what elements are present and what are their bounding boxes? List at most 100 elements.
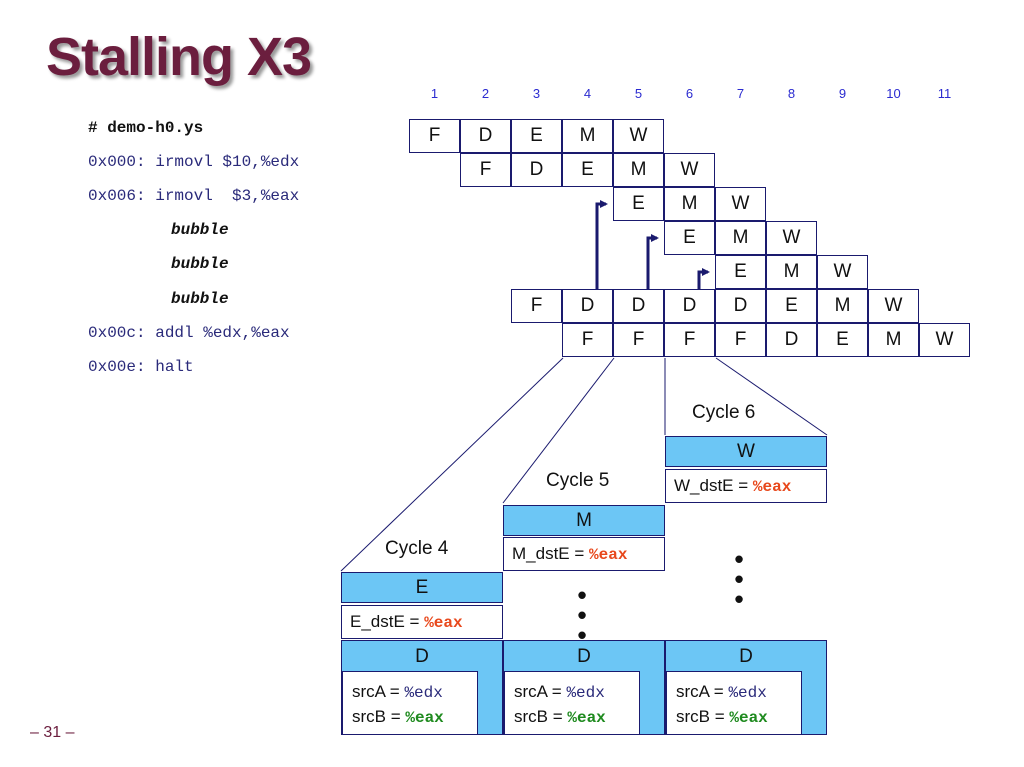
pipeline-stage-cell: W — [817, 255, 868, 289]
ellipsis-dots-cycle6: ••• — [734, 544, 744, 614]
pipeline-stage-cell: M — [715, 221, 766, 255]
w-dste-value: %eax — [752, 478, 792, 496]
pipeline-stage-cell: F — [409, 119, 460, 153]
cycle5-srcb-line: srcB = %eax — [514, 705, 639, 730]
srcb-value: %eax — [405, 709, 444, 727]
pipeline-stage-cell: D — [715, 289, 766, 323]
cycle4-d-stage-panel: D srcA = %edx srcB = %eax — [341, 640, 503, 735]
pipeline-stage-cell: M — [817, 289, 868, 323]
cycle5-d-stage-panel: D srcA = %edx srcB = %eax — [503, 640, 665, 735]
cycle4-src-box: srcA = %edx srcB = %eax — [342, 671, 478, 735]
cycle5-src-box: srcA = %edx srcB = %eax — [504, 671, 640, 735]
cycle4-e-dste-box: E_dstE = %eax — [341, 605, 503, 639]
pipeline-stage-cell: F — [664, 323, 715, 357]
pipeline-stage-cell: W — [766, 221, 817, 255]
cycle4-srcb-line: srcB = %eax — [352, 705, 477, 730]
cycle-number: 6 — [685, 86, 694, 101]
srcb-label: srcB = — [676, 707, 730, 726]
forward-arrow-2 — [646, 234, 659, 290]
cycle-number: 2 — [481, 86, 490, 101]
cycle5-d-stage-label: D — [577, 646, 591, 667]
cycle5-m-dste-box: M_dstE = %eax — [503, 537, 665, 571]
cycle6-w-dste-box: W_dstE = %eax — [665, 469, 827, 503]
cycle4-e-stage: E — [341, 572, 503, 603]
m-dste-label: M_dstE = — [512, 544, 590, 563]
code-line-irmovl-eax: 0x006: irmovl $3,%eax — [88, 187, 300, 205]
cycle6-d-stage-label: D — [739, 646, 753, 667]
pipeline-stage-cell: D — [664, 289, 715, 323]
srcb-label: srcB = — [352, 707, 406, 726]
cycle6-label: Cycle 6 — [692, 402, 756, 423]
cycle4-label: Cycle 4 — [385, 538, 449, 559]
pipeline-stage-cell: W — [664, 153, 715, 187]
pipeline-stage-cell: M — [664, 187, 715, 221]
pipeline-stage-cell: W — [613, 119, 664, 153]
pipeline-stage-cell: E — [613, 187, 664, 221]
srcb-value: %eax — [729, 709, 768, 727]
pipeline-stage-cell: F — [613, 323, 664, 357]
w-dste-label: W_dstE = — [674, 476, 753, 495]
cycle-number: 7 — [736, 86, 745, 101]
code-bubble-2: bubble — [171, 255, 229, 273]
forward-arrow-3 — [697, 268, 710, 290]
cycle6-d-stage-panel: D srcA = %edx srcB = %eax — [665, 640, 827, 735]
pipeline-stage-cell: M — [613, 153, 664, 187]
pipeline-stage-cell: M — [562, 119, 613, 153]
zoom-line-cycle4-left — [340, 357, 564, 572]
srcb-label: srcB = — [514, 707, 568, 726]
cycle-number: 11 — [937, 86, 952, 101]
code-bubble-1: bubble — [171, 221, 229, 239]
cycle-number: 3 — [532, 86, 541, 101]
pipeline-stage-cell: D — [460, 119, 511, 153]
srca-label: srcA = — [676, 682, 729, 701]
cycle5-label: Cycle 5 — [546, 470, 610, 491]
cycle6-src-box: srcA = %edx srcB = %eax — [666, 671, 802, 735]
cycle6-srcb-line: srcB = %eax — [676, 705, 801, 730]
pipeline-stage-cell: D — [613, 289, 664, 323]
pipeline-stage-cell: E — [817, 323, 868, 357]
zoom-line-cycle6-right — [715, 357, 828, 436]
pipeline-stage-cell: E — [715, 255, 766, 289]
srca-label: srcA = — [514, 682, 567, 701]
cycle-number: 1 — [430, 86, 439, 101]
ellipsis-dots-cycle5: ••• — [577, 580, 587, 650]
e-dste-label: E_dstE = — [350, 612, 425, 631]
cycle5-srca-line: srcA = %edx — [514, 680, 639, 705]
code-line-halt: 0x00e: halt — [88, 358, 194, 376]
cycle4-srca-line: srcA = %edx — [352, 680, 477, 705]
slide-title: Stalling X3 — [46, 27, 312, 87]
code-bubble-3: bubble — [171, 290, 229, 308]
pipeline-stage-cell: E — [766, 289, 817, 323]
cycle-number: 4 — [583, 86, 592, 101]
code-line-addl: 0x00c: addl %edx,%eax — [88, 324, 290, 342]
pipeline-stage-cell: W — [715, 187, 766, 221]
pipeline-stage-cell: W — [868, 289, 919, 323]
pipeline-stage-cell: E — [664, 221, 715, 255]
srca-label: srcA = — [352, 682, 405, 701]
cycle6-w-stage: W — [665, 436, 827, 467]
code-line-irmovl-edx: 0x000: irmovl $10,%edx — [88, 153, 300, 171]
cycle-number: 8 — [787, 86, 796, 101]
cycle5-m-stage: M — [503, 505, 665, 536]
pipeline-stage-cell: F — [511, 289, 562, 323]
pipeline-stage-cell: D — [511, 153, 562, 187]
pipeline-stage-cell: D — [766, 323, 817, 357]
pipeline-stage-cell: F — [562, 323, 613, 357]
pipeline-stage-cell: E — [562, 153, 613, 187]
cycle-number: 9 — [838, 86, 847, 101]
pipeline-stage-cell: E — [511, 119, 562, 153]
pipeline-stage-cell: D — [562, 289, 613, 323]
pipeline-stage-cell: F — [715, 323, 766, 357]
cycle-number: 5 — [634, 86, 643, 101]
zoom-line-cycle5-left — [502, 357, 615, 504]
code-header: # demo-h0.ys — [88, 119, 204, 137]
cycle6-srca-line: srcA = %edx — [676, 680, 801, 705]
pipeline-stage-cell: M — [868, 323, 919, 357]
cycle-number: 10 — [886, 86, 901, 101]
forward-arrow-1 — [595, 200, 608, 290]
e-dste-value: %eax — [424, 614, 463, 632]
cycle4-d-stage-label: D — [415, 646, 429, 667]
srca-value: %edx — [728, 684, 767, 702]
m-dste-value: %eax — [589, 546, 628, 564]
